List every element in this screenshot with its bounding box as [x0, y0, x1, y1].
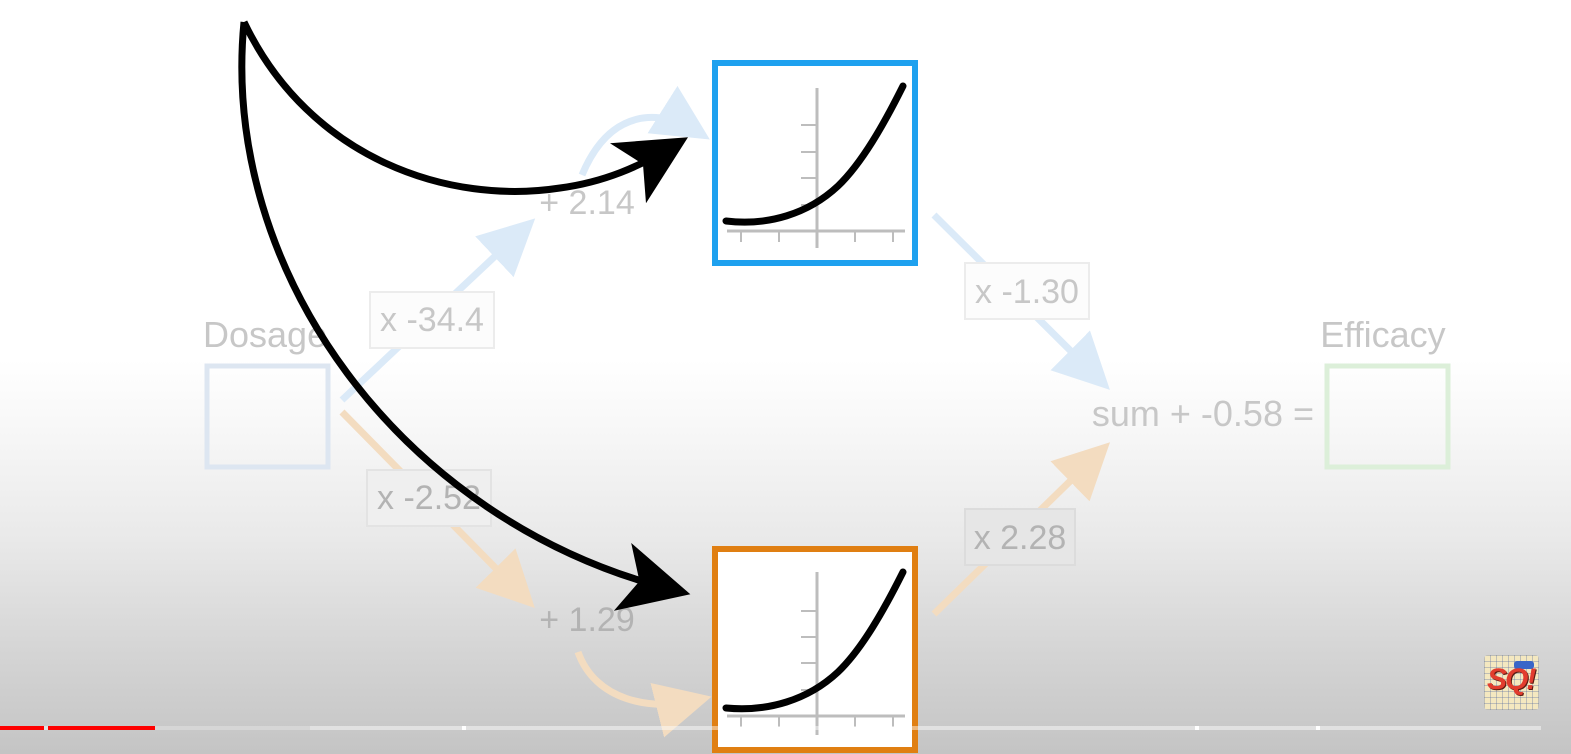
top-out-weight-label: x -1.30 [975, 273, 1079, 311]
logo-badge-icon [1514, 661, 1534, 669]
chapter-divider [44, 726, 48, 730]
input-node [204, 363, 331, 470]
bottom-bias-to-node-connection [574, 650, 712, 738]
chapter-divider [462, 726, 466, 730]
input-label: Dosage [203, 314, 327, 355]
sum-expression: sum + -0.58 = [1092, 393, 1314, 434]
chapter-divider [1195, 726, 1199, 730]
chapter-divider [1316, 726, 1320, 730]
bottom-activation-node [712, 546, 918, 753]
bottom-bias-label: + 1.29 [539, 601, 634, 639]
top-out-weight-box [964, 262, 1090, 320]
progress-track [0, 726, 1541, 730]
output-node [1324, 363, 1451, 470]
top-bias-to-node-connection [578, 85, 710, 177]
progress-played-chapter-1 [0, 726, 44, 730]
progress-buffered [155, 726, 310, 730]
top-activation-node [712, 60, 918, 266]
pointer-arrow-to-top-node [240, 20, 689, 204]
progress-played-chapter-2 [48, 726, 155, 730]
output-label: Efficacy [1320, 314, 1445, 355]
top-weight-label: x -34.4 [380, 301, 484, 339]
channel-logo[interactable]: SQ! [1484, 655, 1539, 710]
video-progress-bar[interactable] [0, 726, 1541, 730]
pointer-arrow-to-bottom-node [238, 21, 691, 611]
bottom-out-weight-label: x 2.28 [974, 519, 1067, 557]
bottom-out-weight-box [964, 508, 1076, 566]
top-softplus-curve [722, 82, 907, 226]
logo-mark-icon: SQ! [1487, 663, 1536, 696]
bottom-softplus-curve [722, 568, 907, 713]
bottom-weight-label: x -2.52 [377, 479, 481, 517]
top-weight-box [369, 291, 495, 349]
